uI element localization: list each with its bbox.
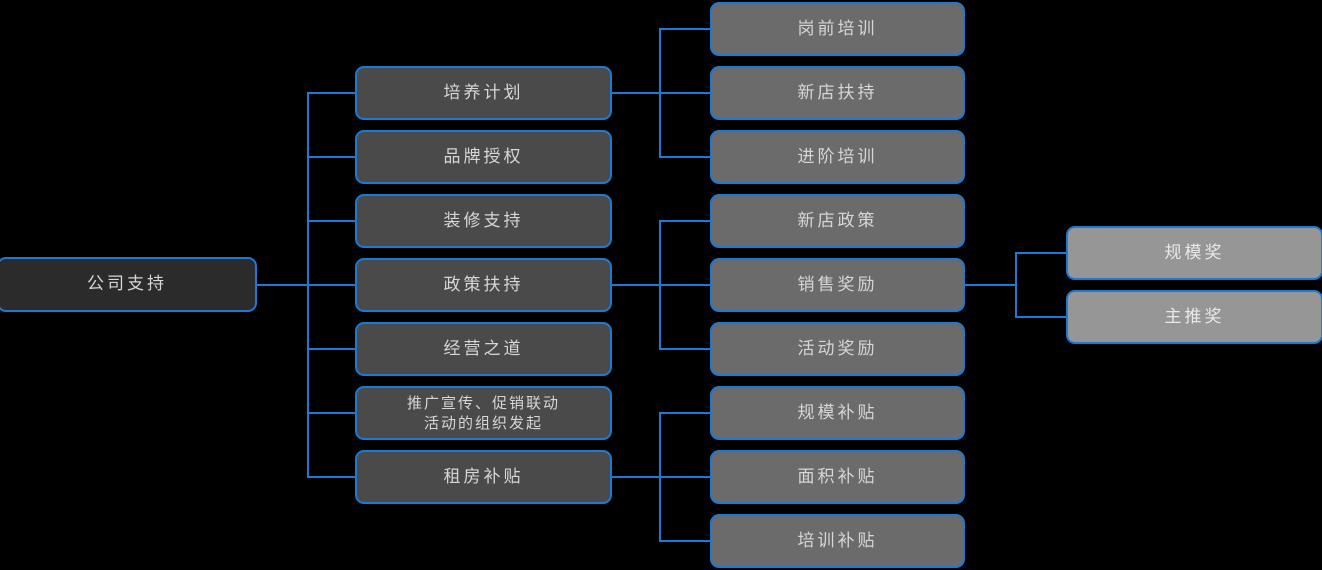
connector-l1-0-stub bbox=[612, 92, 660, 94]
node-l2-xindianfuchi[interactable]: 新店扶持 bbox=[710, 66, 965, 120]
connector-to-l3-0 bbox=[1015, 252, 1067, 254]
connector-to-l1-3 bbox=[307, 284, 355, 286]
connector-to-l1-0 bbox=[307, 92, 355, 94]
connector-root-stub bbox=[257, 284, 308, 286]
connector-to-l2-3 bbox=[659, 220, 711, 222]
node-l2-huodongjiangli[interactable]: 活动奖励 bbox=[710, 322, 965, 376]
connector-to-l1-5 bbox=[307, 412, 355, 414]
node-l1-jingyingzhidao[interactable]: 经营之道 bbox=[355, 322, 612, 376]
node-l1-zhuangxiuzhichi[interactable]: 装修支持 bbox=[355, 194, 612, 248]
connector-to-l2-0 bbox=[659, 28, 711, 30]
connector-to-l2-5 bbox=[659, 348, 711, 350]
connector-l1-3-stub bbox=[612, 284, 660, 286]
connector-l1-6-stub bbox=[612, 476, 660, 478]
node-l1-zhengcefuchi[interactable]: 政策扶持 bbox=[355, 258, 612, 312]
connector-to-l2-1 bbox=[659, 92, 711, 94]
node-l1-zufangbutie[interactable]: 租房补贴 bbox=[355, 450, 612, 504]
connector-l2-4-stub bbox=[965, 284, 1016, 286]
connector-to-l2-8 bbox=[659, 540, 711, 542]
connector-to-l1-4 bbox=[307, 348, 355, 350]
node-l2-gangqianpeixun[interactable]: 岗前培训 bbox=[710, 2, 965, 56]
connector-to-l1-2 bbox=[307, 220, 355, 222]
node-l3-zhutuijiang[interactable]: 主推奖 bbox=[1066, 290, 1322, 344]
connector-to-l3-1 bbox=[1015, 316, 1067, 318]
connector-to-l2-2 bbox=[659, 156, 711, 158]
node-l2-jinjiepeixun[interactable]: 进阶培训 bbox=[710, 130, 965, 184]
node-l1-peiyangjihua[interactable]: 培养计划 bbox=[355, 66, 612, 120]
node-l1-tuiguangxuanchuan[interactable]: 推广宣传、促销联动 活动的组织发起 bbox=[355, 386, 612, 440]
node-l2-peixunbutie[interactable]: 培训补贴 bbox=[710, 514, 965, 568]
node-l2-xindianzhengce[interactable]: 新店政策 bbox=[710, 194, 965, 248]
node-l2-xiaoshoujiangli[interactable]: 销售奖励 bbox=[710, 258, 965, 312]
connector-to-l2-6 bbox=[659, 412, 711, 414]
node-l2-mianjibutie[interactable]: 面积补贴 bbox=[710, 450, 965, 504]
connector-group-d-spine bbox=[1015, 252, 1017, 318]
node-l1-pinpaishouquan[interactable]: 品牌授权 bbox=[355, 130, 612, 184]
connector-to-l1-6 bbox=[307, 476, 355, 478]
connector-to-l2-4 bbox=[659, 284, 711, 286]
node-l3-guimojiang[interactable]: 规模奖 bbox=[1066, 226, 1322, 280]
connector-to-l2-7 bbox=[659, 476, 711, 478]
node-l2-guimobutie[interactable]: 规模补贴 bbox=[710, 386, 965, 440]
connector-to-l1-1 bbox=[307, 156, 355, 158]
node-root[interactable]: 公司支持 bbox=[0, 257, 257, 312]
